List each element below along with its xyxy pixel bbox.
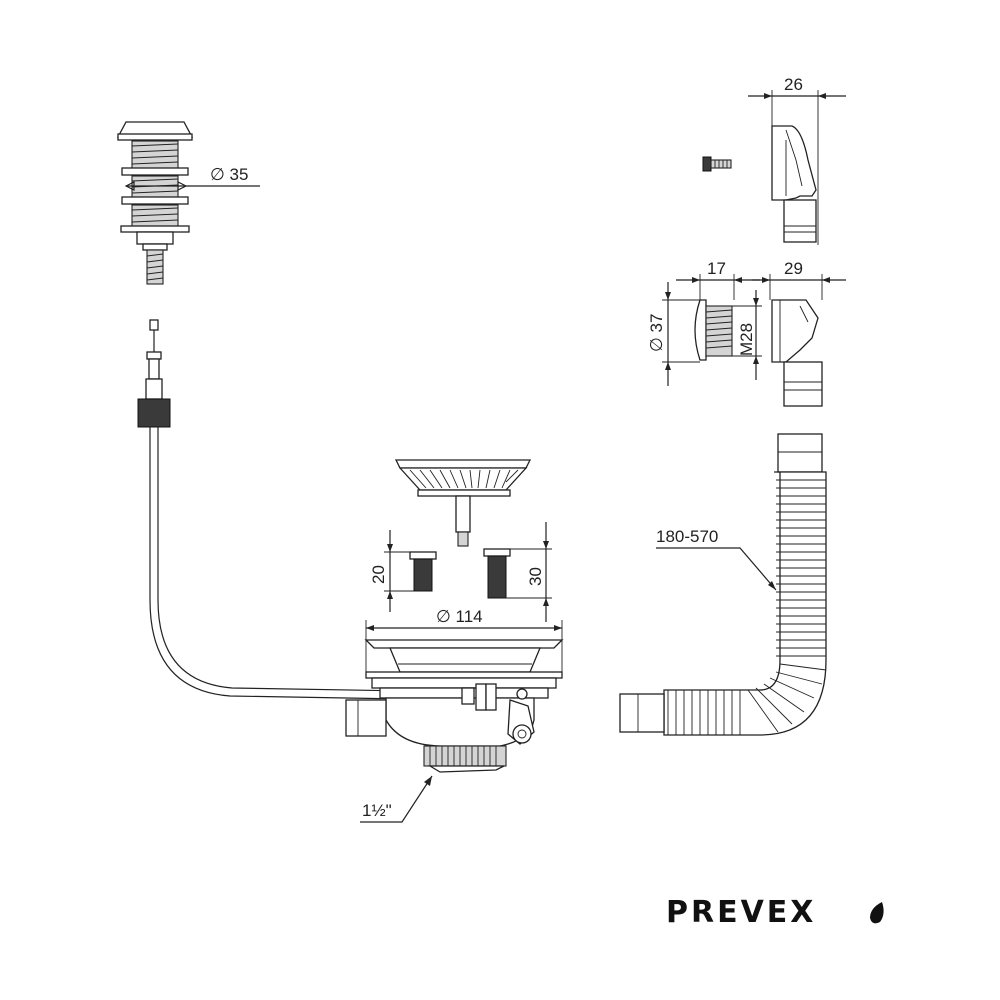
short-screw-dimension: 20 xyxy=(369,530,414,612)
brand-name: PREVEX xyxy=(666,895,816,930)
outlet-thread-label: 1½" xyxy=(362,801,392,820)
long-screw-dimension: 30 xyxy=(506,522,552,622)
overflow-width-dimension: 26 xyxy=(748,75,846,245)
control-cable xyxy=(137,319,465,701)
overflow-nut-length-label: 17 xyxy=(707,259,726,278)
overflow-cover xyxy=(771,125,817,243)
overflow-body-width-dimension: 29 xyxy=(752,259,846,300)
strainer-diameter-label: ∅ 114 xyxy=(436,607,483,626)
overflow-thread-dimension: M28 xyxy=(732,290,762,380)
overflow-diameter-dimension: ∅ 37 xyxy=(647,282,700,386)
overflow-width-label: 26 xyxy=(784,75,803,94)
overflow-diameter-label: ∅ 37 xyxy=(647,314,666,352)
short-screw xyxy=(409,551,437,592)
short-screw-label: 20 xyxy=(369,565,388,584)
long-screw xyxy=(483,548,511,599)
strainer-basket xyxy=(394,459,532,547)
brand-logo: PREVEX xyxy=(666,895,884,930)
flexible-hose xyxy=(619,433,827,736)
drop-icon xyxy=(870,902,884,924)
button-diameter-label: ∅ 35 xyxy=(210,165,248,184)
overflow-nut xyxy=(694,299,733,361)
long-screw-label: 30 xyxy=(526,567,545,586)
hose-length-leader: 180-570 xyxy=(656,527,777,591)
sink-waste-body xyxy=(345,639,564,773)
overflow-nut-length-dimension: 17 xyxy=(676,259,760,300)
overflow-thread-label: M28 xyxy=(737,323,756,356)
outlet-thread-leader: 1½" xyxy=(360,775,433,823)
overflow-body-width-label: 29 xyxy=(784,259,803,278)
hose-length-label: 180-570 xyxy=(656,527,718,546)
popup-button-assembly xyxy=(116,121,194,285)
strainer-diameter-dimension: ∅ 114 xyxy=(365,607,563,672)
overflow-body xyxy=(771,299,823,407)
button-diameter-dimension: ∅ 35 xyxy=(124,165,260,191)
overflow-screw xyxy=(702,156,732,172)
